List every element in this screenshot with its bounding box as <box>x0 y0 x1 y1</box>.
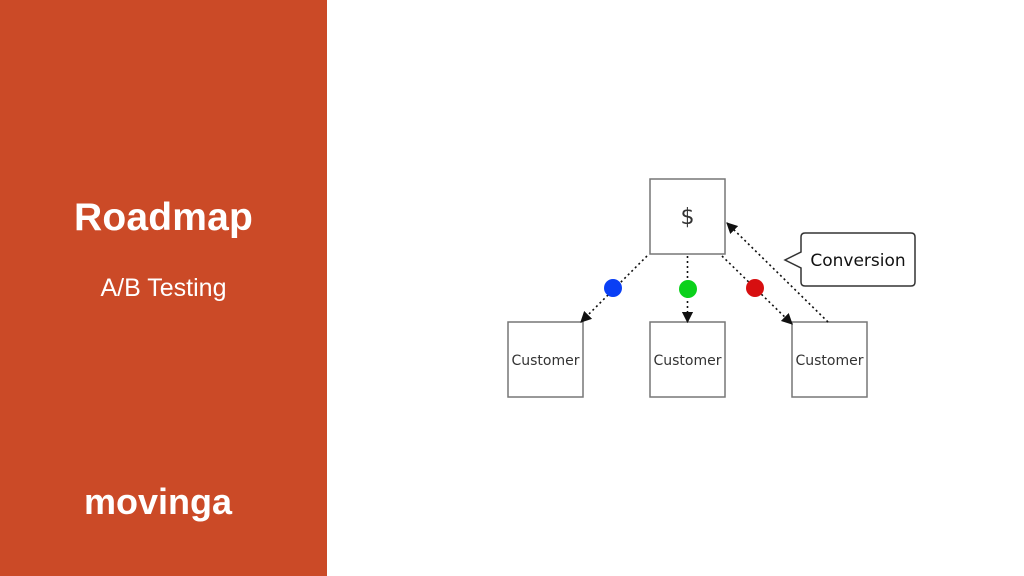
customer-node-c: Customer <box>791 321 868 398</box>
conversion-callout: Conversion <box>783 232 916 287</box>
conversion-arrow <box>726 222 829 323</box>
callout-label: Conversion <box>810 251 905 271</box>
customer-label: Customer <box>511 353 579 369</box>
customer-node-a: Customer <box>507 321 584 398</box>
variant-a-dot <box>604 279 622 297</box>
customer-label: Customer <box>795 353 863 369</box>
variant-c-dot <box>746 279 764 297</box>
movinga-logo: movinga <box>84 481 233 522</box>
sidebar-panel: Roadmap A/B Testing movinga <box>0 0 327 576</box>
customer-box <box>791 321 868 398</box>
variant-b-dot <box>679 280 697 298</box>
logo-wordmark: movinga <box>84 481 233 522</box>
callout-bubble <box>783 232 916 287</box>
slide-subtitle: A/B Testing <box>100 274 227 302</box>
ab-testing-diagram: $ Customer Customer Customer Conversion <box>507 178 916 398</box>
slide-title: Roadmap <box>73 196 254 239</box>
source-node: $ <box>649 178 726 255</box>
arrow-to-customer-c <box>721 255 793 325</box>
source-box <box>649 178 726 255</box>
customer-node-b: Customer <box>649 321 726 398</box>
customer-box <box>507 321 584 398</box>
source-label: $ <box>681 205 695 230</box>
customer-label: Customer <box>653 353 721 369</box>
